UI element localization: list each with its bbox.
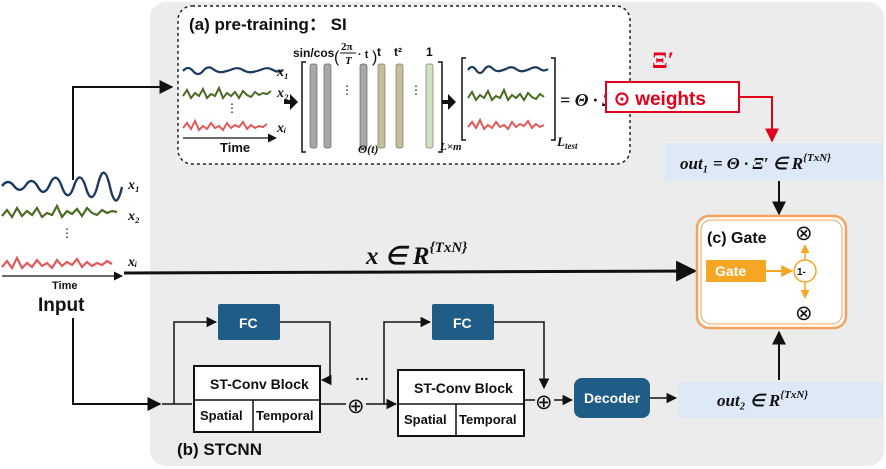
- add-1-icon: ⊕: [347, 395, 365, 418]
- basis-column: [359, 63, 368, 149]
- basis-matrix: ⋮ ⋮ sin/cos ( 2π T · t ) t t² 1 Θ(t) L×m: [293, 41, 462, 156]
- basis-column: [309, 63, 318, 149]
- theta-t-label: Θ(t): [358, 142, 378, 156]
- panel-a-wave-xi: [182, 118, 268, 132]
- basis-open-paren: (: [334, 49, 340, 66]
- input-signals: ⋮ x₁ x₂ xᵢ Time Input: [1, 171, 140, 316]
- block2-temporal-label: Temporal: [459, 412, 517, 427]
- gate-function-box: [706, 260, 766, 282]
- pretraining-signals: ⋮ x₁ x₂ xᵢ Time: [182, 65, 289, 155]
- weights-box: [605, 81, 740, 113]
- col-t-label: t: [377, 45, 381, 59]
- input-label: Input: [38, 295, 85, 316]
- input-wave-x2: [1, 203, 118, 220]
- panel-a-x2-label: x₂: [276, 86, 289, 101]
- panel-a-xi-label: xᵢ: [276, 121, 286, 136]
- xi-prime-label: Ξ′: [652, 48, 674, 73]
- matrix-right-bracket: [438, 61, 443, 153]
- panel-a-arrow-in: [284, 94, 298, 110]
- panel-a-arrow-out: [442, 94, 456, 110]
- stcnn-ellipsis: …: [355, 367, 369, 383]
- t-column: [377, 63, 386, 149]
- matrix-vdots-2: ⋮: [410, 83, 422, 97]
- input-xi-label: xᵢ: [127, 255, 137, 270]
- block1-spatial-label: Spatial: [200, 408, 243, 423]
- input-wave-x1: [1, 171, 124, 202]
- t2-column: [395, 63, 404, 149]
- panel-a-x1-label: x₁: [276, 65, 289, 80]
- input-to-pretraining-arrow: [72, 80, 174, 180]
- stconv-block-1: [193, 365, 321, 433]
- stconv-block-2-title: ST-Conv Block: [414, 380, 513, 396]
- skip-to-fc2-arrow: [383, 316, 432, 404]
- output-wave-x2: [467, 87, 545, 102]
- stconv-block-1-title: ST-Conv Block: [210, 376, 309, 392]
- x-space-label: x ∈ R{TxN}: [365, 240, 468, 270]
- matrix-left-bracket: [301, 61, 306, 153]
- matrix-vdots: ⋮: [341, 83, 353, 97]
- add-2-icon: ⊕: [535, 391, 553, 414]
- out2-text: out₂ ∈ R{TxN}: [717, 389, 808, 410]
- lxm-label: L×m: [439, 141, 462, 153]
- fc2-to-add2-arrow: [494, 321, 550, 390]
- basis-frac-den: T: [345, 55, 353, 67]
- skip-to-fc1-arrow: [173, 316, 218, 404]
- panel-a-vdots: ⋮: [226, 101, 238, 115]
- fc1-out-line: [280, 321, 331, 368]
- panel-a-wave-x1: [182, 66, 284, 76]
- decoder-label: Decoder: [584, 390, 641, 406]
- fc2-label: FC: [453, 315, 472, 331]
- pretraining-title: (a) pre-training： SI: [189, 15, 347, 34]
- input-vdots: ⋮: [61, 226, 73, 240]
- out1-box: [665, 143, 883, 181]
- ltest-label: Ltest: [556, 134, 578, 151]
- col-one-label: 1: [426, 45, 433, 59]
- output-wave-xi: [467, 117, 545, 131]
- basis-column: [323, 63, 332, 149]
- output-left-bracket: [461, 57, 466, 141]
- block2-spatial-label: Spatial: [404, 412, 447, 427]
- block1-temporal-label: Temporal: [256, 408, 314, 423]
- basis-sincos-label: sin/cos: [293, 46, 335, 60]
- fc1-to-block1-arrow: [320, 368, 332, 386]
- input-to-gate-arrow: [123, 260, 698, 282]
- out1-text: out₁ = Θ · Ξ′ ∈ R{TxN}: [680, 152, 831, 173]
- input-time-label: Time: [52, 280, 77, 292]
- out2-box: [678, 382, 883, 418]
- panel-a-time-label: Time: [220, 140, 250, 155]
- input-wave-xi: [1, 255, 113, 271]
- gate-panel-inner: [700, 219, 843, 325]
- col-t2-label: t²: [394, 45, 402, 59]
- one-minus-label: 1-: [797, 267, 806, 278]
- panel-a-wave-x2: [182, 85, 272, 100]
- pretraining-output: Ltest: [461, 57, 578, 151]
- pretraining-equation: = Θ · Ξ: [560, 90, 614, 110]
- input-x2-label: x₂: [127, 209, 140, 224]
- stcnn-title: (b) STCNN: [177, 440, 262, 459]
- decoder-box: [574, 378, 650, 418]
- weights-to-out1-arrow: [739, 96, 779, 143]
- basis-close-paren: ): [372, 49, 377, 66]
- output-right-bracket: [551, 57, 556, 141]
- gate-title: (c) Gate: [707, 230, 767, 247]
- fc1-label: FC: [239, 315, 258, 331]
- stconv-block-2: [397, 369, 525, 437]
- gate-bottom-multiply-icon: ⊗: [795, 302, 813, 325]
- gate-function-label: Gate: [715, 263, 746, 279]
- basis-frac-num: 2π: [341, 41, 353, 53]
- weights-label: ⊙ weights: [614, 89, 706, 110]
- input-x1-label: x₁: [127, 178, 140, 193]
- one-column: [425, 63, 434, 149]
- output-wave-x1: [467, 65, 549, 75]
- basis-times-t: · t: [358, 49, 369, 61]
- fc1-box: [218, 304, 280, 340]
- input-to-stcnn-arrow: [72, 318, 162, 411]
- fc2-box: [432, 304, 494, 340]
- gate-top-multiply-icon: ⊗: [795, 222, 813, 245]
